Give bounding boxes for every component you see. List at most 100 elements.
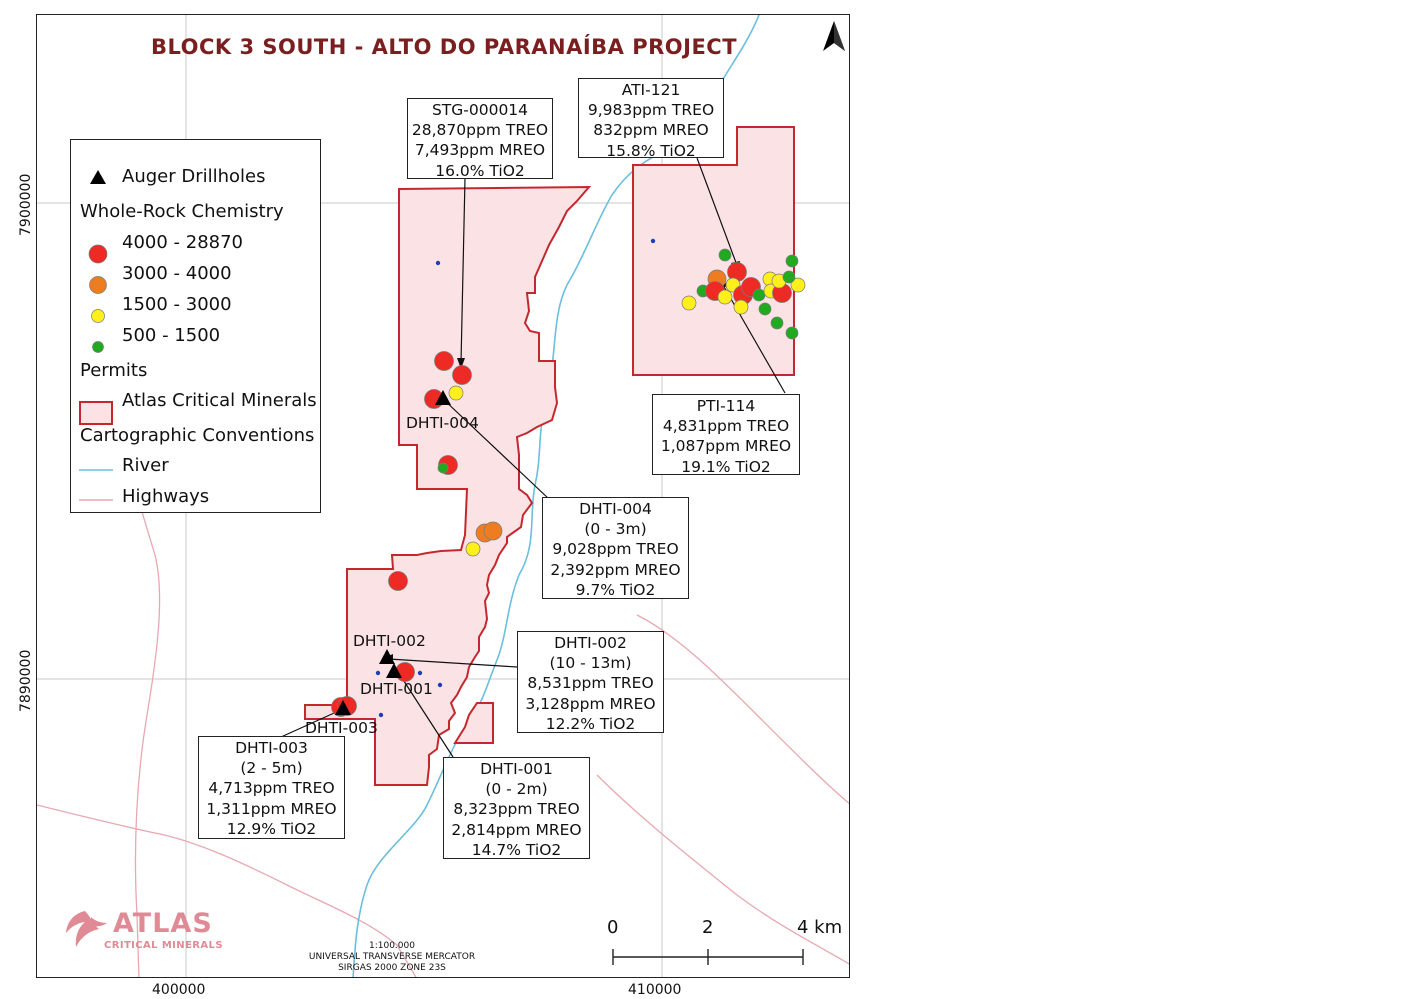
map-canvas[interactable] — [37, 15, 850, 978]
callout-pti-mreo: 1,087ppm MREO — [660, 437, 792, 456]
callout-stg-mreo: 7,493ppm MREO — [414, 141, 546, 160]
legend-dot-green — [92, 341, 104, 353]
callout-dhti001-treo: 8,323ppm TREO — [453, 800, 580, 819]
legend-permits-heading: Permits — [80, 360, 148, 381]
scale-bar — [612, 949, 804, 965]
drillhole-dhti002-marker — [379, 649, 395, 664]
sample-red — [434, 351, 454, 371]
callout-stg-id: STG-000014 — [431, 101, 529, 119]
leader-stg — [460, 177, 466, 364]
x-tick-410000: 410000 — [628, 982, 682, 998]
sample-red — [388, 571, 408, 591]
highway-south — [37, 804, 417, 977]
callout-pti-id: PTI-114 — [696, 397, 756, 415]
sample-site — [375, 670, 381, 676]
callout-dhti001-interval: (0 - 2m) — [485, 780, 548, 799]
callout-dhti004-treo: 9,028ppm TREO — [552, 540, 679, 559]
callout-dhti004-id: DHTI-004 — [579, 500, 652, 518]
sample-site — [650, 238, 656, 244]
leader-ati — [696, 157, 739, 269]
sample-site — [417, 670, 423, 676]
legend-whole-rock-heading: Whole-Rock Chemistry — [80, 201, 284, 222]
auger-drillholes — [335, 390, 451, 715]
legend-dot-orange — [89, 276, 107, 294]
callout-dhti-002[interactable]: DHTI-002 (10 - 13m) 8,531ppm TREO 3,128p… — [517, 631, 664, 733]
sample-yellow — [465, 541, 481, 557]
legend-highway-line — [79, 499, 113, 501]
sample-green — [752, 288, 766, 302]
legend-class-1: 4000 - 28870 — [122, 232, 244, 253]
leader-pti — [722, 284, 786, 394]
leader-lines — [280, 157, 786, 758]
drillhole-dhti003-marker — [335, 700, 351, 715]
y-tick-7900000: 7900000 — [18, 173, 34, 236]
leader-dhti001 — [399, 674, 454, 758]
callout-dhti001-mreo: 2,814ppm MREO — [451, 820, 582, 839]
legend-class-4: 500 - 1500 — [122, 325, 221, 346]
arrowhead-stg — [457, 358, 465, 369]
callout-dhti-004[interactable]: DHTI-004 (0 - 3m) 9,028ppm TREO 2,392ppm… — [542, 497, 689, 599]
legend-permit-swatch — [79, 401, 113, 425]
sample-yellow — [717, 289, 733, 305]
scale-label-4km: 4 km — [797, 917, 843, 938]
projection-scale: 1:100.000 — [369, 941, 415, 951]
sample-green — [785, 326, 799, 340]
legend-river-line — [79, 469, 113, 471]
callout-dhti002-tio2: 12.2% TiO2 — [545, 714, 636, 733]
y-tick-7890000: 7890000 — [18, 649, 34, 712]
drillhole-legend-icon — [90, 170, 106, 184]
callout-stg-treo: 28,870ppm TREO — [411, 121, 549, 140]
map-frame[interactable]: BLOCK 3 SOUTH - ALTO DO PARANAÍBA PROJEC… — [36, 14, 850, 978]
sample-yellow — [790, 277, 806, 293]
highway-east-2 — [596, 774, 849, 965]
drillhole-dhti001-marker — [386, 663, 402, 678]
sample-green — [718, 248, 732, 262]
callout-dhti-001[interactable]: DHTI-001 (0 - 2m) 8,323ppm TREO 2,814ppm… — [443, 757, 590, 859]
callout-dhti002-interval: (10 - 13m) — [549, 654, 632, 673]
callout-stg-000014[interactable]: STG-000014 28,870ppm TREO 7,493ppm MREO … — [407, 98, 553, 180]
x-tick-400000: 400000 — [152, 982, 206, 998]
callout-pti-114[interactable]: PTI-114 4,831ppm TREO 1,087ppm MREO 19.1… — [652, 394, 800, 476]
permit-polygons — [304, 126, 795, 786]
callout-dhti004-interval: (0 - 3m) — [584, 520, 647, 539]
sample-green — [785, 254, 799, 268]
scale-label-0: 0 — [607, 917, 619, 938]
callout-dhti004-mreo: 2,392ppm MREO — [550, 560, 681, 579]
callout-ati-mreo: 832ppm MREO — [593, 121, 709, 140]
sample-green — [758, 302, 772, 316]
sample-site — [437, 682, 443, 688]
callout-ati-121[interactable]: ATI-121 9,983ppm TREO 832ppm MREO 15.8% … — [578, 78, 724, 160]
sample-orange — [483, 521, 503, 541]
leader-dhti002 — [388, 658, 518, 668]
callout-dhti004-tio2: 9.7% TiO2 — [575, 580, 656, 599]
sample-yellow — [681, 295, 697, 311]
sample-site — [435, 260, 441, 266]
callout-dhti003-id: DHTI-003 — [235, 739, 308, 757]
drillhole-label-dhti001: DHTI-001 — [360, 680, 433, 698]
sample-site — [378, 712, 384, 718]
projection-info: 1:100.000 UNIVERSAL TRANSVERSE MERCATOR … — [277, 941, 507, 974]
atlas-logo: ATLAS CRITICAL MINERALS — [61, 907, 223, 957]
legend-dot-yellow — [91, 309, 105, 323]
sample-yellow — [733, 299, 749, 315]
legend: Auger Drillholes Whole-Rock Chemistry 40… — [70, 139, 321, 513]
callout-dhti003-tio2: 12.9% TiO2 — [226, 819, 317, 838]
drillhole-dhti004-marker — [435, 390, 451, 405]
callout-dhti002-mreo: 3,128ppm MREO — [525, 694, 656, 713]
legend-river-label: River — [122, 455, 169, 476]
atlas-bird-icon — [66, 911, 107, 947]
callout-ati-treo: 9,983ppm TREO — [587, 101, 715, 120]
chemistry-samples — [331, 248, 806, 717]
callout-ati-id: ATI-121 — [621, 81, 681, 99]
logo-subtitle: CRITICAL MINERALS — [104, 940, 223, 951]
logo-word: ATLAS — [113, 908, 213, 939]
projection-name: UNIVERSAL TRANSVERSE MERCATOR — [308, 952, 476, 962]
legend-class-2: 3000 - 4000 — [122, 263, 232, 284]
callout-dhti003-interval: (2 - 5m) — [240, 759, 303, 778]
callout-dhti-003[interactable]: DHTI-003 (2 - 5m) 4,713ppm TREO 1,311ppm… — [198, 736, 345, 839]
callout-dhti003-treo: 4,713ppm TREO — [208, 779, 335, 798]
sample-yellow — [448, 385, 464, 401]
legend-highways-label: Highways — [122, 486, 210, 507]
north-arrow-icon — [823, 21, 845, 51]
callout-pti-tio2: 19.1% TiO2 — [681, 457, 771, 476]
